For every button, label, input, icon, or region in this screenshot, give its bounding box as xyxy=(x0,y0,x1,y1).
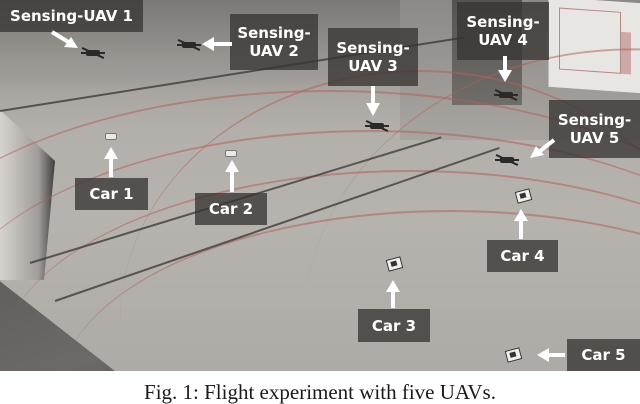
label-sensing-uav-1: Sensing-UAV 1 xyxy=(0,0,143,32)
quadrotor-drone-icon xyxy=(494,92,518,98)
car-2-marker xyxy=(225,150,237,157)
white-arrow-icon xyxy=(202,37,232,51)
white-arrow-icon xyxy=(386,280,400,308)
quadrotor-drone-icon xyxy=(495,157,519,163)
white-arrow-icon xyxy=(104,147,118,177)
label-sensing-uav-2: Sensing- UAV 2 xyxy=(230,14,318,70)
white-arrow-icon xyxy=(530,138,556,158)
quadrotor-drone-icon xyxy=(365,123,389,129)
white-arrow-icon xyxy=(514,209,528,239)
label-car-2: Car 2 xyxy=(195,193,267,225)
label-sensing-uav-4: Sensing- UAV 4 xyxy=(457,2,549,60)
white-arrow-icon xyxy=(225,160,239,192)
label-car-3: Car 3 xyxy=(358,309,430,342)
label-car-5: Car 5 xyxy=(567,339,640,371)
white-arrow-icon xyxy=(537,348,565,362)
white-arrow-icon xyxy=(50,30,78,48)
figure-caption: Fig. 1: Flight experiment with five UAVs… xyxy=(144,380,496,404)
label-car-1: Car 1 xyxy=(75,178,148,210)
label-sensing-uav-5: Sensing- UAV 5 xyxy=(549,100,640,158)
label-car-4: Car 4 xyxy=(487,240,558,272)
label-sensing-uav-3: Sensing- UAV 3 xyxy=(328,28,418,86)
quadrotor-drone-icon xyxy=(81,50,105,56)
experiment-photo: Sensing-UAV 1 Sensing- UAV 2 Sensing- UA… xyxy=(0,0,640,371)
white-arrow-icon xyxy=(498,56,512,82)
white-arrow-icon xyxy=(366,86,380,116)
car-1-marker xyxy=(105,133,117,140)
quadrotor-drone-icon xyxy=(177,42,201,48)
